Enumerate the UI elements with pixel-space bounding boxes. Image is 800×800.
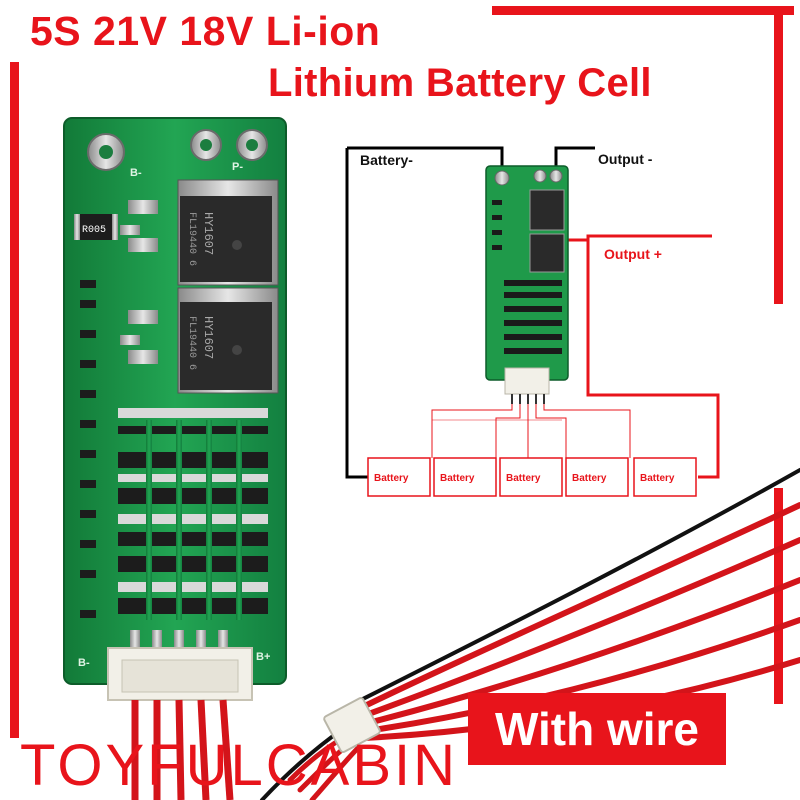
label-output-plus: Output +: [604, 246, 662, 262]
resistor-code: R005: [82, 225, 106, 236]
svg-text:Battery: Battery: [640, 473, 675, 484]
output-minus-wire: [554, 146, 595, 168]
wiring-diagram: Battery Battery Battery Battery Battery: [345, 146, 720, 497]
battery-cell-5: Battery: [633, 457, 697, 497]
svg-text:Battery: Battery: [374, 473, 409, 484]
battery-cell-4: Battery: [565, 457, 629, 497]
smd-gaps: [146, 420, 242, 620]
mosfet-2: HY1607 FL19440 6: [120, 287, 279, 394]
solder-pads: [87, 129, 268, 171]
svg-text:Battery: Battery: [506, 473, 541, 484]
frame-right: [774, 6, 783, 304]
mosfet-1-lot: FL19440 6: [186, 212, 197, 266]
pad-label-b-minus-bottom: B-: [78, 657, 90, 669]
svg-text:Battery: Battery: [440, 473, 475, 484]
battery-cell-1: Battery: [367, 457, 431, 497]
frame-bottom-right: [774, 488, 783, 704]
battery-minus-wire: [345, 148, 372, 479]
frame-top-right: [492, 6, 794, 15]
pad-label-p-minus: P-: [232, 161, 243, 173]
mosfet-2-lot: FL19440 6: [186, 316, 197, 370]
battery-cell-2: Battery: [433, 457, 497, 497]
connector-wires: [131, 699, 234, 800]
headline-line-2: Lithium Battery Cell: [268, 61, 652, 105]
smd-components: [80, 280, 268, 618]
battery-cell-3: Battery: [499, 457, 563, 497]
label-battery-minus: Battery-: [360, 152, 413, 168]
with-wire-label: With wire: [468, 693, 726, 765]
mosfet-1-marking: HY1607: [201, 212, 215, 255]
mosfet-2-marking: HY1607: [201, 316, 215, 359]
sense-resistor: R005: [74, 214, 118, 240]
pad-label-b-plus: B+: [256, 651, 270, 663]
wire-harness: [260, 468, 800, 800]
balance-leads: [431, 404, 631, 458]
bms-board-large: B- P- R005 HY1607 FL19440 6: [63, 117, 287, 800]
headline-line-1: 5S 21V 18V Li-ion: [30, 8, 381, 54]
label-output-minus: Output -: [598, 151, 653, 167]
harness-connector: [323, 697, 381, 753]
output-plus-wire: [568, 238, 720, 479]
mosfet-1: HY1607 FL19440 6: [120, 179, 279, 286]
frame-left: [10, 62, 19, 714]
brand-watermark: TOYFULCABIN: [20, 733, 459, 798]
pad-label-b-minus: B-: [130, 167, 142, 179]
battery-cells: Battery Battery Battery Battery Battery: [367, 457, 697, 497]
balance-connector: [107, 630, 253, 701]
frame-left-bottom: [10, 708, 19, 738]
svg-text:Battery: Battery: [572, 473, 607, 484]
